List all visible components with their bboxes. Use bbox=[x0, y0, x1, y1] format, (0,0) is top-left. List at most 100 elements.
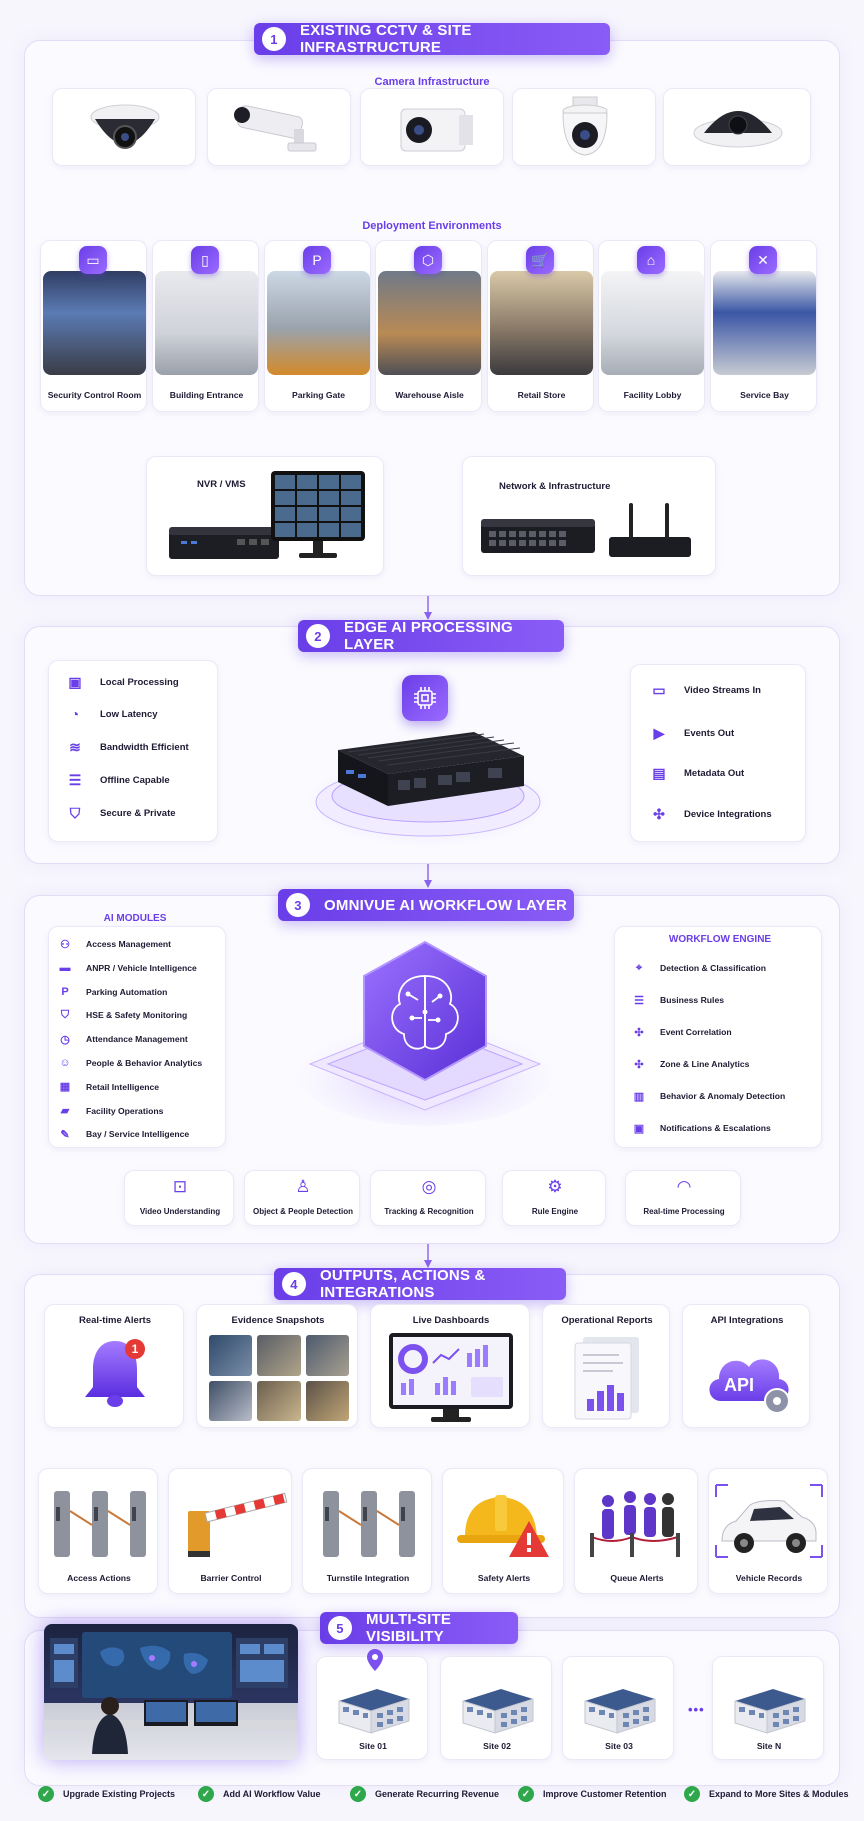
check-icon: ✓ bbox=[38, 1786, 54, 1802]
env-card: ▭Security Control Room bbox=[40, 240, 147, 412]
ai-module-item: ▦Retail Intelligence bbox=[58, 1080, 159, 1094]
edge-benefit-label: Local Processing bbox=[100, 676, 179, 688]
env-card: ⌂Facility Lobby bbox=[598, 240, 705, 412]
env-scene-image bbox=[43, 271, 146, 375]
shield-icon: ⛉ bbox=[69, 804, 81, 821]
action-label: Safety Alerts bbox=[477, 1573, 531, 1583]
chip-icon bbox=[414, 687, 436, 709]
edge-benefit-label: Bandwidth Efficient bbox=[100, 741, 189, 753]
action-label: Barrier Control bbox=[200, 1573, 262, 1583]
workflow-engine-label: Zone & Line Analytics bbox=[660, 1059, 750, 1069]
network-label: Network & Infrastructure bbox=[499, 481, 611, 492]
section1-title: EXISTING CCTV & SITE INFRASTRUCTURE bbox=[300, 22, 472, 56]
env-label: Building Entrance bbox=[169, 390, 244, 400]
report-icon bbox=[574, 1337, 639, 1420]
edge-io-label: Video Streams In bbox=[684, 684, 761, 696]
capability-label: Rule Engine bbox=[531, 1207, 579, 1216]
site-label: Site N bbox=[756, 1741, 782, 1751]
benefit-label: Upgrade Existing Projects bbox=[63, 1789, 176, 1799]
capability-card: ⚙Rule Engine bbox=[502, 1170, 606, 1226]
action-illustration bbox=[176, 1481, 290, 1566]
capability-card: ◠Real-time Processing bbox=[625, 1170, 741, 1226]
section5-number: 5 bbox=[328, 1616, 352, 1640]
chip-icon: ▣ bbox=[68, 673, 82, 690]
scan-icon: ⌖ bbox=[635, 961, 643, 974]
ai-module-item: ▰Facility Operations bbox=[58, 1104, 164, 1118]
nodes-icon: ✣ bbox=[634, 1058, 644, 1071]
bell-icon: 1 bbox=[85, 1339, 145, 1407]
ai-module-label: Access Management bbox=[86, 939, 172, 949]
section1-number: 1 bbox=[262, 27, 286, 51]
dome-camera-icon bbox=[90, 104, 160, 149]
nvr-card: NVR / VMS bbox=[146, 456, 384, 576]
action-illustration bbox=[313, 1481, 423, 1566]
section3-header: 3 OMNIVUE AI WORKFLOW LAYER bbox=[278, 889, 574, 921]
deploy-heading: Deployment Environments bbox=[362, 220, 502, 232]
env-card: ✕ Service Bay bbox=[710, 240, 817, 412]
ai-module-label: Attendance Management bbox=[86, 1034, 188, 1045]
workflow-engine-label: Detection & Classification bbox=[660, 963, 767, 973]
check-icon: ✓ bbox=[198, 1786, 214, 1802]
check-icon: ✓ bbox=[518, 1786, 534, 1802]
output-label-api: API Integrations bbox=[710, 1315, 784, 1326]
benefit-item: ✓Improve Customer Retention bbox=[518, 1784, 667, 1804]
action-illustration bbox=[582, 1481, 692, 1566]
env-label: Service Bay bbox=[740, 390, 789, 400]
edge-io-label: Events Out bbox=[684, 727, 735, 739]
site-label: Site 02 bbox=[483, 1741, 511, 1751]
wrench-icon: ✕ bbox=[749, 246, 777, 274]
section3-number: 3 bbox=[286, 893, 310, 917]
document-icon: ▤ bbox=[652, 764, 666, 781]
section3-title: OMNIVUE AI WORKFLOW LAYER bbox=[324, 896, 568, 914]
edge-benefit-item: ☰Offline Capable bbox=[66, 771, 170, 789]
check-icon: ✓ bbox=[684, 1786, 700, 1802]
output-label-alerts: Real-time Alerts bbox=[79, 1315, 151, 1326]
workflow-engine-label: Event Correlation bbox=[660, 1027, 732, 1037]
benefit-label: Add AI Workflow Value bbox=[223, 1789, 321, 1799]
network-icon: ✣ bbox=[653, 805, 665, 822]
action-card: Turnstile Integration bbox=[302, 1468, 432, 1594]
alert-badge-count: 1 bbox=[132, 1342, 139, 1356]
action-label: Access Actions bbox=[67, 1573, 131, 1583]
sites-ellipsis: ••• bbox=[688, 1702, 705, 1717]
action-label: Vehicle Records bbox=[735, 1573, 803, 1583]
capability-label: Tracking & Recognition bbox=[384, 1207, 474, 1216]
ai-module-label: People & Behavior Analytics bbox=[86, 1058, 203, 1068]
env-card: ⬡Warehouse Aisle bbox=[375, 240, 482, 412]
door-icon: ▯ bbox=[191, 246, 219, 274]
edge-benefit-item: ⛉ Secure & Private bbox=[66, 804, 176, 822]
edge-benefit-item: ◔Low Latency bbox=[66, 705, 158, 723]
ai-modules-heading: AI MODULES bbox=[103, 913, 167, 924]
edge-device bbox=[288, 670, 568, 860]
database-icon: ☰ bbox=[68, 771, 82, 788]
action-card: Vehicle Records bbox=[708, 1468, 828, 1594]
building-icon bbox=[457, 1671, 537, 1740]
section4-title: OUTPUTS, ACTIONS & INTEGRATIONS bbox=[320, 1267, 486, 1301]
env-card: 🛒Retail Store bbox=[487, 240, 594, 412]
workflow-engine-item: ⌖ Detection & Classification bbox=[632, 961, 766, 975]
edge-chip-badge bbox=[402, 675, 448, 721]
camera-card-turret bbox=[663, 88, 811, 166]
nvr-label: NVR / VMS bbox=[197, 479, 246, 490]
workflow-engine-item: ▥Behavior & Anomaly Detection bbox=[632, 1089, 785, 1103]
action-card: Queue Alerts bbox=[574, 1468, 698, 1594]
edge-benefit-label: Low Latency bbox=[100, 708, 158, 720]
section2-header: 2 EDGE AI PROCESSING LAYER bbox=[298, 619, 564, 653]
env-label: Retail Store bbox=[517, 390, 566, 400]
action-illustration bbox=[44, 1481, 154, 1566]
parking-icon: P bbox=[303, 246, 331, 274]
output-card-api: API Integrations API bbox=[682, 1304, 810, 1428]
section1-header: 1 EXISTING CCTV & SITE INFRASTRUCTURE bbox=[254, 22, 610, 56]
turnstile-icon bbox=[323, 1491, 415, 1557]
camera-heading: Camera Infrastructure bbox=[374, 76, 490, 88]
monitor-icon: ▭ bbox=[79, 246, 107, 274]
ai-module-label: HSE & Safety Monitoring bbox=[86, 1010, 188, 1021]
workflow-engine-label: Behavior & Anomaly Detection bbox=[660, 1091, 786, 1101]
benefit-item: ✓ Add AI Workflow Value bbox=[198, 1784, 321, 1804]
action-card: Access Actions bbox=[38, 1468, 158, 1594]
video-icon: ⊡ bbox=[172, 1177, 188, 1196]
edge-benefit-label: Secure & Private bbox=[100, 807, 176, 819]
dashboard-icon bbox=[389, 1333, 513, 1422]
person-scan-icon: ♙ bbox=[295, 1177, 311, 1196]
